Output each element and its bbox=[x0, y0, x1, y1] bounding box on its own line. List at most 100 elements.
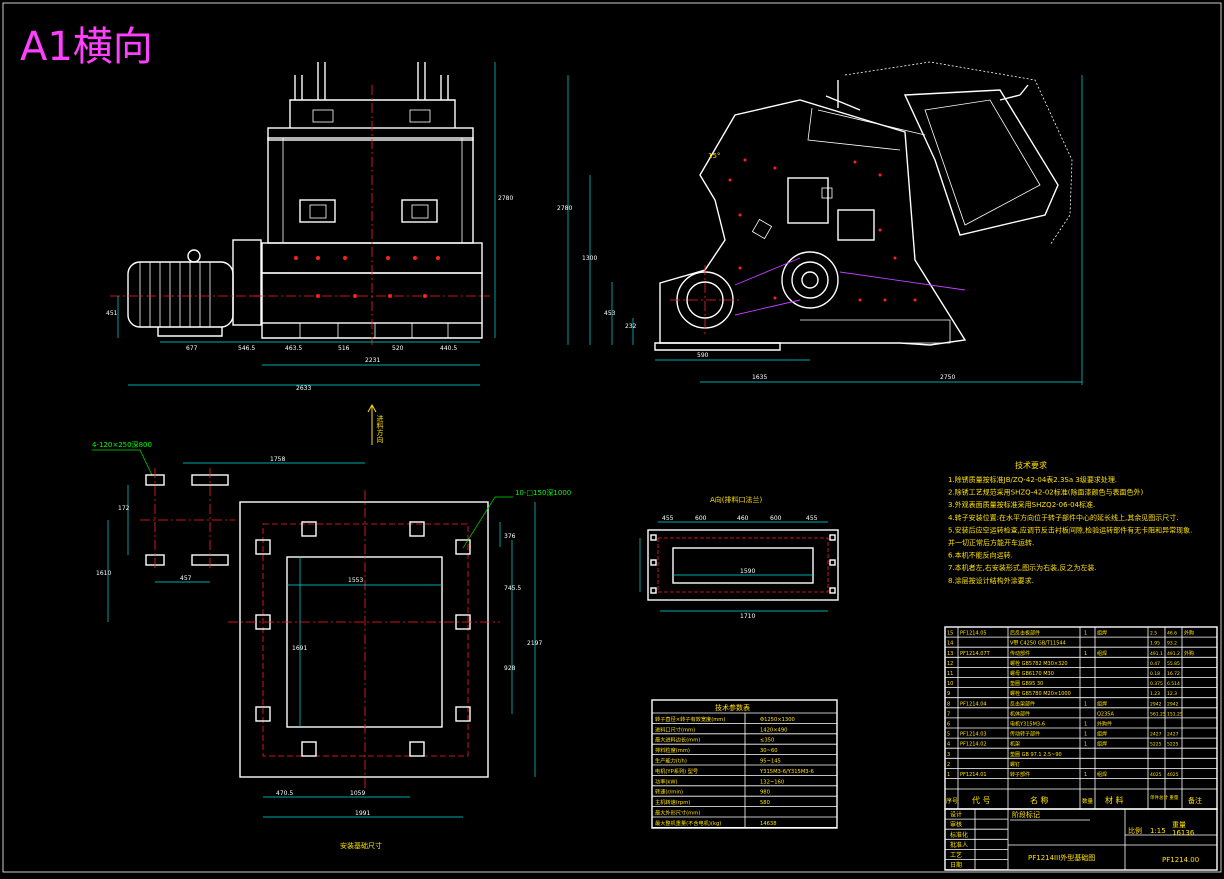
part-name: 机体部件 bbox=[1010, 710, 1030, 717]
part-qty: 1 bbox=[1084, 631, 1087, 637]
svg-text:677: 677 bbox=[186, 345, 198, 352]
svg-text:590: 590 bbox=[697, 352, 709, 359]
svg-text:451: 451 bbox=[106, 310, 118, 317]
svg-text:546.5: 546.5 bbox=[238, 345, 255, 352]
part-no: 15 bbox=[947, 631, 953, 637]
tech-param-label: 最大外形尺寸(mm) bbox=[655, 809, 700, 817]
part-material: 组焊 bbox=[1097, 650, 1107, 657]
svg-text:比例: 比例 bbox=[1128, 826, 1142, 835]
svg-text:1590: 1590 bbox=[740, 568, 755, 575]
svg-text:1553: 1553 bbox=[348, 577, 363, 584]
part-no: 11 bbox=[947, 671, 953, 677]
side-view: 15° 2780 1300 453 232 590 1635 2750 bbox=[557, 61, 1083, 385]
tech-param-value: ≤350 bbox=[760, 738, 774, 744]
svg-text:1691: 1691 bbox=[292, 645, 307, 652]
part-name: 传动转子部件 bbox=[1010, 731, 1040, 738]
part-unit-weight: 1.95 bbox=[1150, 641, 1160, 647]
svg-text:453: 453 bbox=[604, 310, 616, 317]
part-name: 传动部件 bbox=[1010, 650, 1030, 657]
svg-text:进料方向: 进料方向 bbox=[376, 415, 384, 443]
svg-text:A向(排料口法兰): A向(排料口法兰) bbox=[710, 495, 763, 504]
tech-param-value: Φ1250×1300 bbox=[760, 717, 795, 723]
svg-text:463.5: 463.5 bbox=[285, 345, 302, 352]
parts-header-weight: 单件总计 重量 bbox=[1150, 794, 1179, 801]
part-name: V带 C4250 GB/T11544 bbox=[1010, 641, 1066, 647]
svg-text:457: 457 bbox=[180, 575, 192, 582]
part-total-weight: 2942 bbox=[1167, 701, 1179, 707]
part-name: 反击架部件 bbox=[1010, 700, 1035, 707]
tech-param-label: 功率(kW) bbox=[655, 777, 678, 785]
format-label: A1横向 bbox=[20, 24, 153, 70]
title-role: 工艺 bbox=[950, 851, 962, 859]
tech-params-title: 技术参数表 bbox=[715, 703, 750, 712]
technical-parameters-table: 技术参数表 转子直径×转子有效宽度(mm)Φ1250×1300进料口尺寸(mm)… bbox=[651, 699, 838, 829]
svg-text:1710: 1710 bbox=[740, 613, 755, 620]
part-unit-weight: 561.25 bbox=[1150, 711, 1166, 717]
part-name: 垫圈 GB95 30 bbox=[1010, 680, 1043, 687]
section-a-view: A向(排料口法兰) 455 600 460 600 455 1590 1710 bbox=[639, 495, 839, 620]
tech-param-value: 95~145 bbox=[760, 759, 781, 765]
tech-req-item: 2.除锈工艺规范采用SHZQ-42-02标准(除面漆颜色与表面色外) bbox=[948, 488, 1143, 497]
svg-text:重量: 重量 bbox=[1172, 821, 1186, 829]
part-material: 组焊 bbox=[1097, 630, 1107, 637]
svg-text:600: 600 bbox=[770, 515, 782, 522]
part-no: 9 bbox=[947, 691, 950, 697]
part-qty: 1 bbox=[1084, 742, 1087, 748]
svg-text:2780: 2780 bbox=[498, 195, 513, 202]
svg-text:1300: 1300 bbox=[582, 255, 597, 262]
part-no: 8 bbox=[947, 701, 950, 707]
part-no: 1 bbox=[947, 772, 950, 778]
part-code: PF1214.01 bbox=[960, 772, 987, 778]
part-note: 外购 bbox=[1184, 630, 1194, 637]
tech-param-value: 132~160 bbox=[760, 779, 784, 785]
part-name: 垫圈 GB 97.1 2.5~90 bbox=[1010, 751, 1062, 758]
part-note: 外购 bbox=[1184, 650, 1194, 657]
drawing-title: PF1214III外型基础图 bbox=[1028, 853, 1095, 862]
part-unit-weight: 0.375 bbox=[1150, 681, 1163, 687]
title-role: 批准人 bbox=[950, 841, 968, 849]
svg-text:10-□150深1000: 10-□150深1000 bbox=[515, 488, 571, 497]
part-material: 组焊 bbox=[1097, 741, 1107, 748]
tech-req-item: 7.本机者左,右安装形式,图示为右装,反之为左装. bbox=[948, 563, 1097, 572]
svg-text:516: 516 bbox=[338, 345, 350, 352]
part-unit-weight: 0.18 bbox=[1150, 671, 1160, 677]
svg-text:600: 600 bbox=[695, 515, 707, 522]
svg-text:745.5: 745.5 bbox=[504, 585, 521, 592]
title-role: 设计 bbox=[950, 811, 962, 819]
svg-text:2780: 2780 bbox=[557, 205, 572, 212]
part-no: 12 bbox=[947, 661, 953, 667]
part-unit-weight: 2.5 bbox=[1150, 631, 1157, 637]
parts-header-qty: 数量 bbox=[1082, 797, 1094, 805]
tech-param-value: 1420×490 bbox=[760, 727, 787, 733]
parts-header-note: 备注 bbox=[1188, 796, 1202, 805]
part-name: 螺栓 GB5780 M20×1000 bbox=[1010, 690, 1071, 697]
title-role: 标准化 bbox=[950, 831, 968, 839]
part-code: PF1214.03 bbox=[960, 732, 987, 738]
parts-header-no: 序号 bbox=[946, 797, 958, 805]
tech-param-label: 排料粒度(mm) bbox=[655, 746, 690, 754]
part-total-weight: 6.514 bbox=[1167, 681, 1180, 687]
part-total-weight: 151.25 bbox=[1167, 711, 1183, 717]
svg-text:928: 928 bbox=[504, 665, 516, 672]
part-total-weight: 5225 bbox=[1167, 742, 1179, 748]
tech-req-item: 5.安装后应空运转检查,应调节反击衬板间隙,检验运转部件有无卡阻和异常现象. bbox=[948, 525, 1192, 534]
tech-param-label: 主机转速(rpm) bbox=[655, 798, 690, 806]
tech-param-label: 进料口尺寸(mm) bbox=[655, 725, 695, 733]
svg-text:1:15: 1:15 bbox=[1150, 827, 1166, 835]
tech-param-label: 最大进料边长(mm) bbox=[655, 736, 700, 744]
part-name: 机架 bbox=[1010, 741, 1020, 748]
part-no: 10 bbox=[947, 681, 953, 687]
part-material: 组焊 bbox=[1097, 731, 1107, 738]
part-total-weight: 4025 bbox=[1167, 772, 1179, 778]
tech-param-label: 最大整机重量(不含电机)(kg) bbox=[655, 819, 721, 827]
part-no: 14 bbox=[947, 641, 953, 647]
svg-text:1059: 1059 bbox=[350, 790, 365, 797]
part-no: 4 bbox=[947, 742, 950, 748]
tech-req-title: 技术要求 bbox=[1015, 460, 1047, 470]
tech-param-value: 30~60 bbox=[760, 748, 778, 754]
part-code: PF1214.04 bbox=[960, 701, 987, 707]
part-name: 螺钉 bbox=[1010, 761, 1020, 768]
